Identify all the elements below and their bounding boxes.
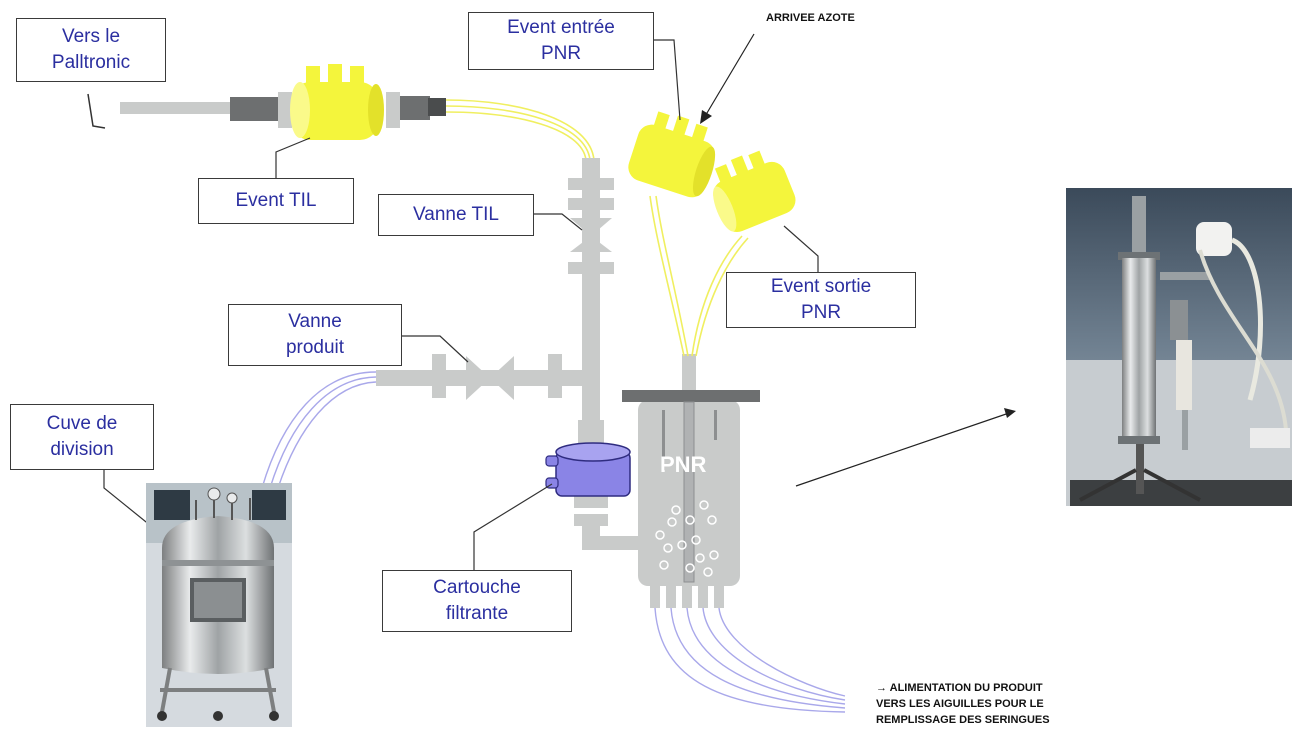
event-sortie-filter bbox=[713, 150, 796, 232]
lavender-tubes-feed bbox=[654, 607, 846, 713]
label-cuve-division-line2: division bbox=[50, 439, 114, 460]
cartridge-filter bbox=[545, 420, 642, 550]
photo-arrow bbox=[795, 408, 1016, 487]
label-event-entree-line2: PNR bbox=[540, 43, 582, 64]
label-event-sortie-pnr: Event sortie PNR bbox=[726, 272, 916, 328]
label-vanne-produit-line1: Vanne bbox=[288, 311, 342, 332]
note-alimentation: → ALIMENTATION DU PRODUIT VERS LES AIGUI… bbox=[876, 680, 1050, 728]
label-vanne-produit-line2: produit bbox=[285, 337, 345, 358]
palltronic-line bbox=[87, 92, 446, 129]
cuve-photo bbox=[146, 483, 292, 727]
label-cartouche-line1: Cartouche bbox=[433, 577, 521, 598]
label-event-entree-pnr: Event entrée PNR bbox=[468, 12, 654, 70]
event-entree-filter bbox=[628, 111, 716, 198]
label-cartouche-line2: filtrante bbox=[445, 603, 509, 624]
label-vers-palltronic-line1: Vers le bbox=[61, 26, 121, 47]
label-cuve-division: Cuve de division bbox=[10, 404, 154, 470]
azote-arrow bbox=[700, 33, 755, 124]
pnr-photo bbox=[1066, 188, 1292, 506]
main-vertical-pipe bbox=[568, 158, 614, 448]
label-vanne-til: Vanne TIL bbox=[378, 194, 534, 236]
pnr-tank-label: PNR bbox=[660, 452, 707, 477]
label-cartouche-filtrante: Cartouche filtrante bbox=[382, 570, 572, 632]
product-valve-line bbox=[376, 354, 588, 400]
label-vanne-produit: Vanne produit bbox=[228, 304, 402, 366]
lavender-tubes-cuve bbox=[261, 371, 377, 489]
label-vers-palltronic-line2: Palltronic bbox=[51, 52, 131, 73]
yellow-tubing-til bbox=[445, 99, 595, 161]
label-event-til: Event TIL bbox=[198, 178, 354, 224]
pnr-tank bbox=[622, 354, 760, 608]
event-til-filter bbox=[290, 64, 384, 140]
label-vers-palltronic: Vers le Palltronic bbox=[16, 18, 166, 82]
label-event-entree-line1: Event entrée bbox=[507, 17, 615, 38]
leader-lines bbox=[103, 39, 819, 570]
label-event-sortie-line1: Event sortie bbox=[770, 276, 872, 297]
note-alimentation-line1: → ALIMENTATION DU PRODUIT bbox=[876, 682, 1043, 694]
note-alimentation-line3: REMPLISSAGE DES SERINGUES bbox=[876, 714, 1050, 726]
label-event-til-text: Event TIL bbox=[235, 190, 317, 211]
label-vanne-til-text: Vanne TIL bbox=[413, 204, 499, 225]
label-cuve-division-line1: Cuve de bbox=[46, 413, 118, 434]
note-alimentation-line2: VERS LES AIGUILLES POUR LE bbox=[876, 698, 1044, 710]
label-event-sortie-line2: PNR bbox=[800, 302, 842, 323]
note-arrivee-azote: ARRIVEE AZOTE bbox=[766, 12, 855, 24]
yellow-tubing-pnr bbox=[649, 195, 749, 357]
